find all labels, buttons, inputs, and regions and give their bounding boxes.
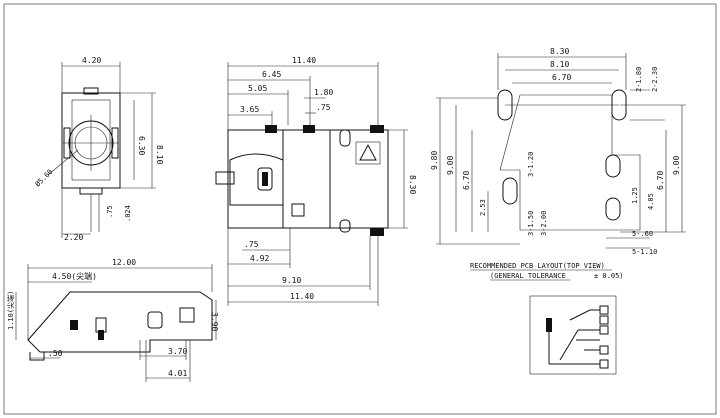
note-tolerance-label: (GENERAL TOLERANCE [490, 272, 566, 280]
front-view: 4.20 8.10 6.30 Ø5.60 2.20 .75 .024 [34, 56, 164, 242]
side-body [27, 291, 213, 353]
dim-4-05: 4.05 [647, 193, 655, 210]
dim-3-1-50: 3-1.50 [527, 211, 535, 236]
dim-11-40-top: 11.40 [292, 56, 316, 65]
dim-0-75-bottom: .75 [244, 240, 259, 249]
dim-12-00: 12.00 [112, 258, 136, 267]
dim-0-75-top: .75 [316, 103, 331, 112]
note-title: RECOMMENDED PCB LAYOUT(TOP VIEW) [470, 262, 605, 270]
dim-2-20: 2.20 [64, 233, 83, 242]
dim-9-00-left: 9.00 [446, 156, 455, 175]
top-view: 8.30 11.40 6.45 5.05 1.80 3.65 .75 .75 4… [215, 56, 417, 306]
dim-6-70-right: 6.70 [656, 171, 665, 190]
dim-9-00-right: 9.00 [672, 156, 681, 175]
dim-3-2-00: 3-2.00 [540, 211, 548, 236]
pad-slot-5 [605, 197, 621, 221]
schematic-symbol [529, 295, 617, 375]
dim-8-10-pcb: 8.10 [550, 60, 569, 69]
terminal-2-icon [599, 315, 609, 325]
dim-6-30: 6.30 [137, 136, 146, 155]
dim-0-50: .50 [48, 349, 63, 358]
dim-1-10: 1.10(尖端) [6, 291, 15, 330]
layout-note: RECOMMENDED PCB LAYOUT(TOP VIEW) (GENERA… [470, 262, 624, 281]
dim-1-80: 1.80 [314, 88, 333, 97]
dim-6-70-pcb-top: 6.70 [552, 73, 571, 82]
dim-9-80: 9.80 [430, 151, 439, 170]
dim-3-70: 3.70 [168, 347, 187, 356]
dim-0-75: .75 [106, 205, 114, 218]
dim-8-30: 8.30 [408, 175, 417, 194]
dim-3-1-20: 3-1.20 [527, 152, 535, 177]
dim-0-024: .024 [124, 205, 132, 222]
pad-slot-4 [605, 154, 621, 178]
dim-4-92: 4.92 [250, 254, 269, 263]
top-body [227, 129, 389, 229]
dim-1-25: 1.25 [631, 187, 639, 204]
dim-6-70-left: 6.70 [462, 171, 471, 190]
dim-4-50: 4.50(尖端) [52, 271, 97, 281]
terminal-5-icon [599, 359, 609, 369]
dim-3-90: 3.90 [210, 312, 219, 331]
dim-9-10: 9.10 [282, 276, 301, 285]
terminal-4-icon [599, 345, 609, 355]
sheet-border [3, 3, 717, 415]
dim-4-20: 4.20 [82, 56, 101, 65]
dim-diameter: Ø5.60 [34, 168, 55, 189]
terminal-1-icon [599, 305, 609, 315]
note-tolerance-value: ± 0.05) [594, 272, 624, 280]
dim-11-40-bottom: 11.40 [290, 292, 314, 301]
dim-3-65: 3.65 [240, 105, 259, 114]
terminal-3-icon [599, 325, 609, 335]
dim-2-1-80: 2-1.80 [635, 67, 643, 92]
dim-6-45: 6.45 [262, 70, 281, 79]
dim-2-2-30: 2-2.30 [651, 67, 659, 92]
dim-4-01: 4.01 [168, 369, 187, 378]
dim-8-10: 8.10 [155, 145, 164, 164]
dim-5-05: 5.05 [248, 84, 267, 93]
dim-5-0-60: 5-.60 [632, 230, 653, 238]
dim-8-30-pcb: 8.30 [550, 47, 569, 56]
dim-5-1-10: 5-1.10 [632, 248, 657, 256]
pcb-layout-view: 8.30 8.10 6.70 2-1.80 2-2.30 9.80 9.00 6… [430, 47, 686, 256]
dim-2-53: 2.53 [479, 199, 487, 216]
sleeve-contact-icon [546, 318, 552, 332]
side-view: 12.00 4.50(尖端) 1.10(尖端) 3.90 .50 3.70 4.… [6, 258, 219, 382]
pad-slot-3 [502, 177, 518, 205]
